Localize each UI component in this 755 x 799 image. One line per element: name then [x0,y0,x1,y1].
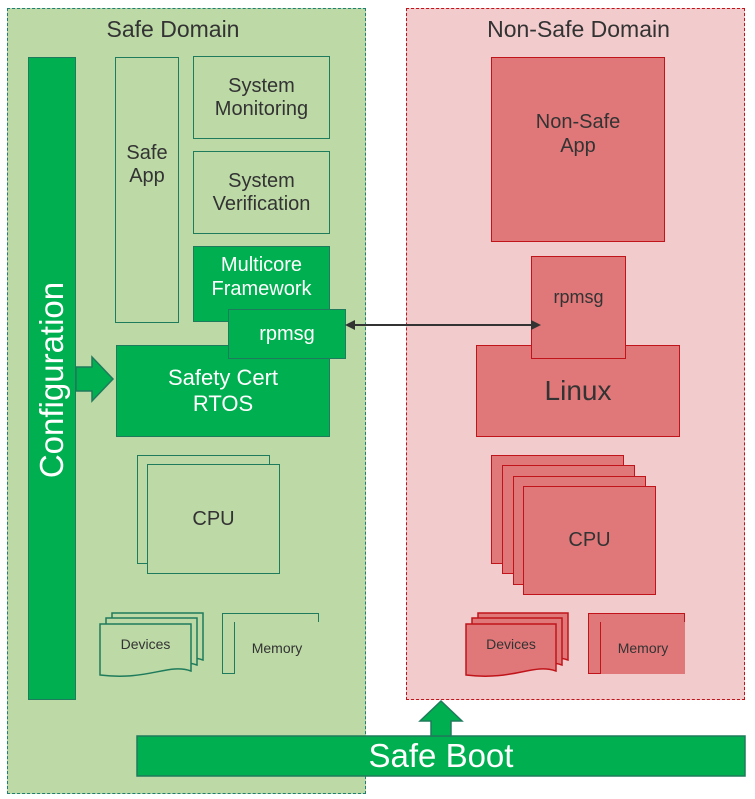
system-verification-box: System Verification [193,151,330,234]
nonsafe-app-box: Non-Safe App [491,57,665,242]
safety-cert-rtos-box: Safety Cert RTOS [116,345,330,437]
nonsafe-memory-label: Memory [600,622,685,674]
safe-boot-bar [136,735,746,777]
safe-memory-label: Memory [234,622,319,674]
nonsafe-rpmsg-box: rpmsg [531,256,626,359]
safe-app-box: Safe App [115,57,179,323]
configuration-arrow [75,355,115,403]
linux-box: Linux [476,345,680,437]
safe-devices-label: Devices [120,636,171,652]
nonsafe-cpu-card: CPU [523,486,656,595]
nonsafe-devices-label: Devices [486,636,536,652]
safe-boot-arrow [418,699,464,737]
nonsafe-devices-shape [465,612,569,677]
safe-domain-title: Safe Domain [106,16,240,42]
safe-devices-shape [99,612,204,677]
safe-boot-label: Safe Boot [368,737,514,774]
safe-cpu-card: CPU [147,464,280,574]
system-monitoring-box: System Monitoring [193,56,330,139]
nonsafe-domain-title: Non-Safe Domain [487,16,670,42]
safe-rpmsg-box: rpmsg [228,309,346,359]
